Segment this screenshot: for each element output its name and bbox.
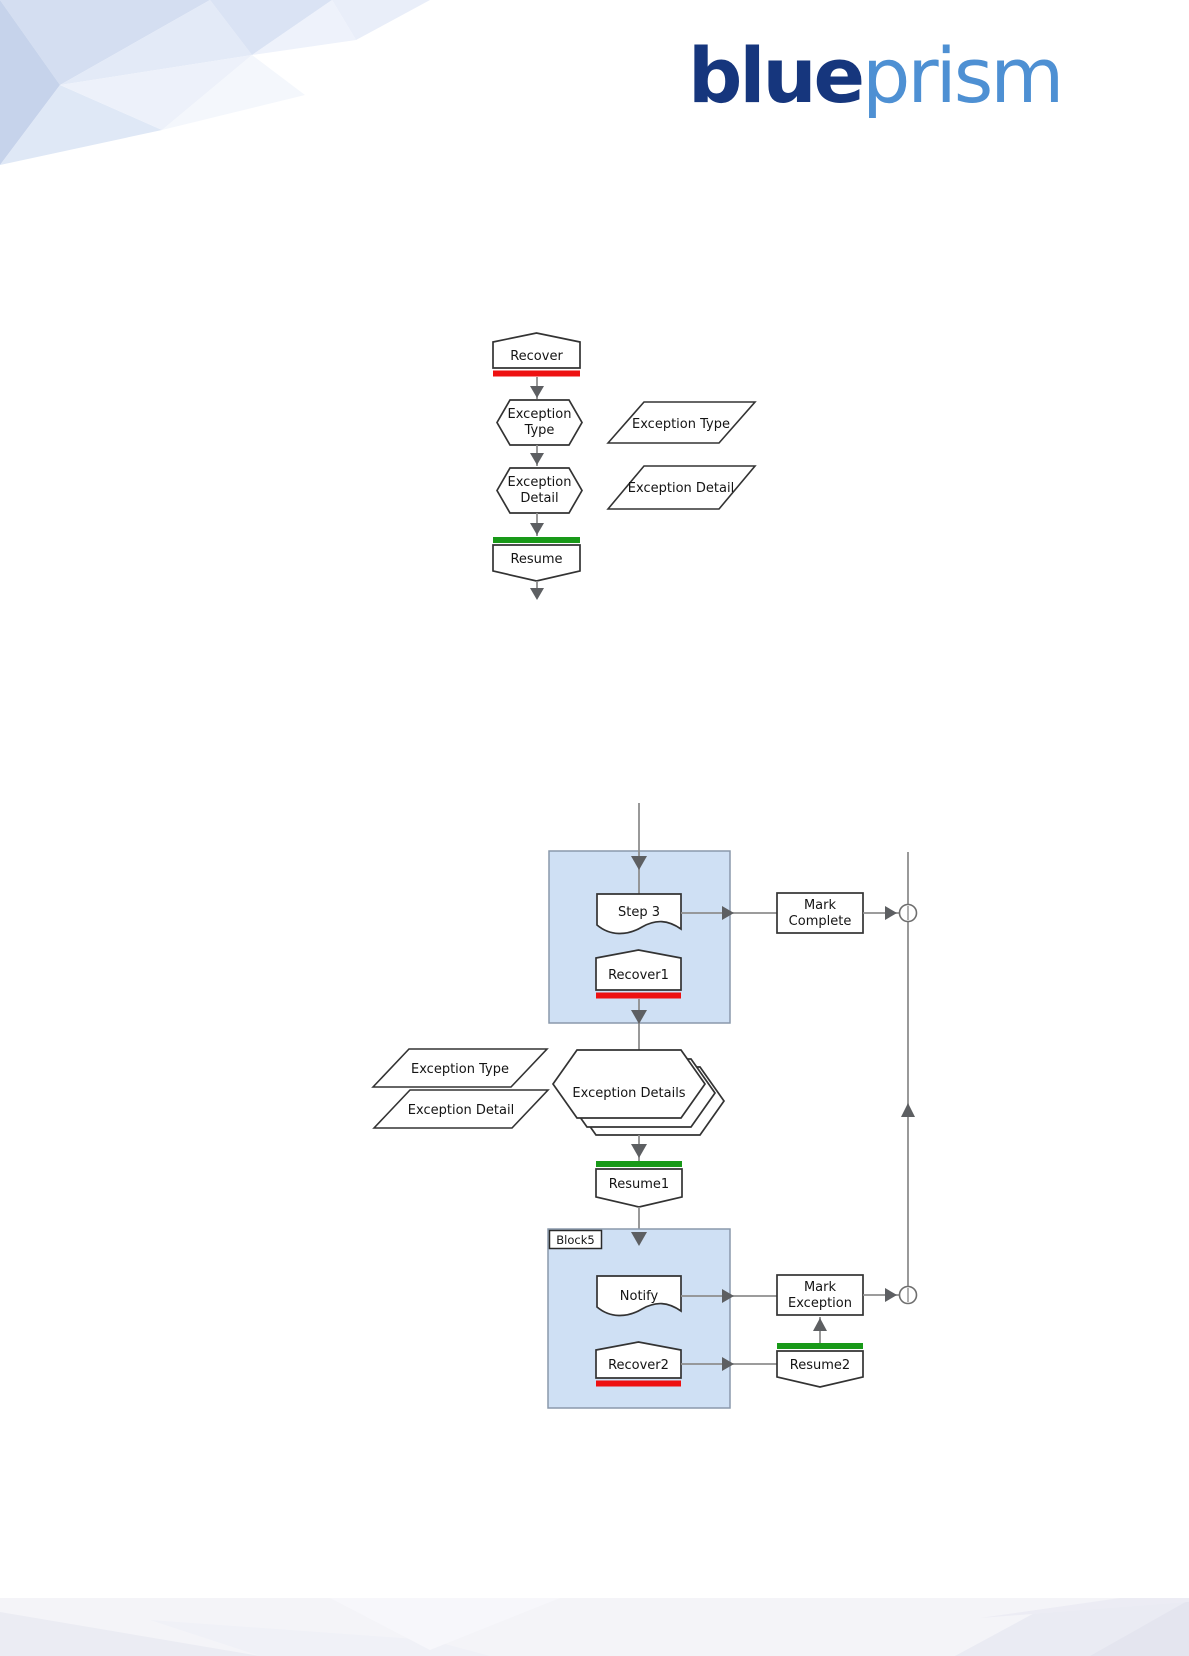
decor-facet — [330, 1598, 560, 1650]
calc-exception-detail-label-line2: Detail — [520, 491, 558, 506]
exception-details-multicalc-stage — [551, 1049, 707, 1119]
calc-exception-detail-stage — [496, 467, 583, 514]
step3-stage-label: Step 3 — [618, 905, 660, 920]
decor-facet — [150, 1620, 490, 1656]
data-item-exception-detail — [372, 1089, 550, 1129]
decor-facet — [252, 0, 356, 55]
decor-facet — [60, 0, 252, 85]
recover1-red-bar — [596, 992, 681, 999]
calc-exception-detail-label-line1: Exception — [508, 475, 572, 490]
recover-stage-shape — [492, 332, 581, 369]
mark-exception-label-line2: Exception — [788, 1296, 852, 1311]
logo-prism-text: prism — [862, 31, 1064, 120]
mark-complete-label-line2: Complete — [789, 914, 852, 929]
arrowhead-down-icon — [530, 588, 544, 600]
arrowhead-right-icon — [722, 1289, 734, 1303]
recover-red-bar — [493, 370, 580, 377]
recover1-stage-label: Recover1 — [608, 968, 669, 983]
arrowhead-down-icon — [631, 856, 647, 870]
decor-facet — [162, 55, 305, 130]
arrowhead-up-icon — [901, 1103, 915, 1117]
bottom-decor-band — [0, 1598, 1189, 1656]
decor-facet — [332, 0, 430, 40]
decor-facet — [210, 0, 332, 55]
resume-green-bar — [493, 537, 580, 543]
data-item-exception-detail-label: Exception Detail — [628, 481, 734, 496]
top-left-decor-facets — [0, 0, 430, 165]
decor-facet — [980, 1598, 1189, 1618]
arrowhead-right-icon — [722, 906, 734, 920]
resume2-stage-label: Resume2 — [790, 1358, 850, 1373]
arrowhead-down-icon — [631, 1232, 647, 1246]
mark-complete-stage — [776, 892, 864, 934]
resume2-green-bar — [777, 1343, 863, 1349]
decor-facet — [0, 0, 60, 165]
decor-facet — [955, 1600, 1189, 1656]
step3-page-stage — [596, 893, 682, 935]
decor-facet — [60, 55, 252, 130]
mark-complete-label-line1: Mark — [804, 898, 837, 913]
arrowhead-right-icon — [885, 906, 897, 920]
resume1-green-bar — [596, 1161, 682, 1167]
blueprism-logo: blueprism — [688, 31, 1064, 120]
calc-exception-type-label-line2: Type — [524, 423, 555, 438]
resume2-stage-shape — [776, 1350, 864, 1388]
arrowhead-down-icon — [530, 523, 544, 535]
arrowhead-up-icon — [813, 1318, 827, 1331]
decor-facet — [0, 1612, 260, 1656]
logo-blue-text: blue — [688, 31, 865, 120]
recover2-stage-label: Recover2 — [608, 1358, 669, 1373]
arrowhead-down-icon — [530, 386, 544, 398]
recover-stage-label: Recover — [510, 349, 563, 364]
decor-facet — [0, 0, 210, 85]
recover2-red-bar — [596, 1380, 681, 1387]
mark-exception-stage — [776, 1274, 864, 1316]
notify-stage-label: Notify — [620, 1289, 659, 1304]
recover-resume-flow-diagram: Recover Exception Type Exception Detail … — [492, 332, 757, 600]
data-item-exception-detail-label: Exception Detail — [408, 1103, 514, 1118]
data-item-exception-type-label: Exception Type — [632, 417, 730, 432]
resume1-stage-label: Resume1 — [609, 1177, 669, 1192]
exception-details-label: Exception Details — [572, 1086, 685, 1101]
notify-page-stage — [596, 1275, 682, 1317]
decor-facet — [0, 85, 162, 165]
calc-exception-type-stage — [496, 399, 583, 446]
block5-label: Block5 — [556, 1233, 594, 1247]
recover1-stage-shape — [595, 949, 682, 991]
data-item-exception-type-label: Exception Type — [411, 1062, 509, 1077]
mark-exception-label-line1: Mark — [804, 1280, 837, 1295]
data-item-exception-type — [371, 1048, 549, 1088]
arrowhead-down-icon — [631, 1010, 647, 1024]
data-item-exception-detail — [606, 465, 757, 510]
resume-stage-shape — [492, 544, 581, 582]
block5-label-box — [548, 1229, 603, 1250]
arrowhead-down-icon — [530, 453, 544, 465]
arrowhead-down-icon — [631, 1144, 647, 1158]
data-item-exception-type — [606, 401, 757, 444]
resume-stage-label: Resume — [510, 552, 562, 567]
resume1-stage-shape — [595, 1168, 683, 1208]
calc-exception-type-label-line1: Exception — [508, 407, 572, 422]
retry-block-flow-diagram: Step 3 Mark Complete Recover1 — [371, 803, 918, 1409]
arrowhead-right-icon — [722, 1357, 734, 1371]
arrowhead-right-icon — [885, 1288, 897, 1302]
